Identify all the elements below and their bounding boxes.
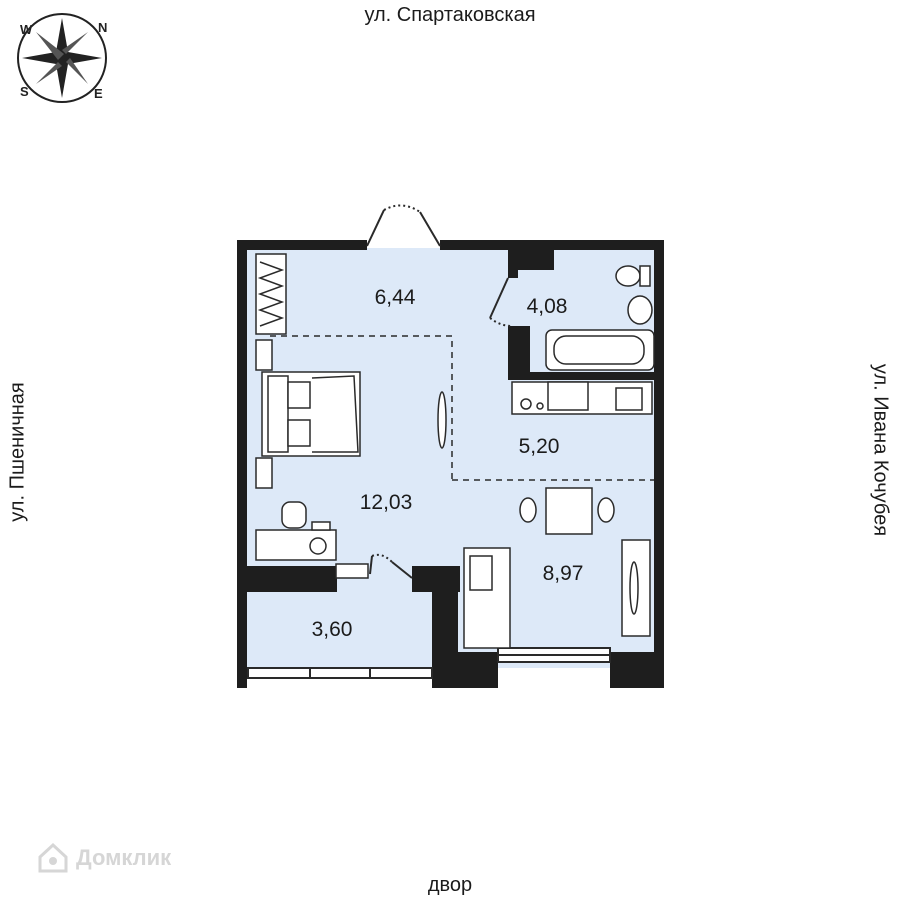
- wall-top-right: [440, 240, 664, 250]
- balcony-door-left: [369, 555, 373, 575]
- wall-bottom-left: [458, 652, 498, 688]
- window-balcony: [247, 667, 433, 679]
- zone-bedroom: [270, 335, 453, 480]
- dining-chair-left: [519, 497, 537, 523]
- blanket: [311, 375, 359, 453]
- entrance-door-left: [366, 209, 385, 247]
- doors: [366, 204, 513, 579]
- watermark-text: Домклик: [76, 845, 172, 870]
- kitchen-sink: [615, 387, 643, 411]
- dining-chair-right: [597, 497, 615, 523]
- window-mullions: [309, 654, 610, 678]
- dining-table: [545, 487, 593, 535]
- wall-balcony-left: [237, 592, 247, 688]
- area-label-balcony: 3,60: [311, 618, 353, 641]
- zone-lines: [270, 335, 654, 481]
- area-label-hallway: 6,44: [374, 286, 416, 309]
- bathroom-door: [489, 277, 509, 319]
- compass-s: S: [20, 84, 29, 99]
- burner-2: [536, 402, 544, 410]
- compass-w: W: [20, 22, 33, 37]
- wall-right: [654, 240, 664, 688]
- balcony-cabinet: [335, 563, 369, 579]
- toilet: [615, 265, 641, 287]
- bathtub-inner: [553, 335, 645, 365]
- furniture: [255, 253, 655, 649]
- tv-living: [629, 561, 639, 615]
- range-hood: [547, 381, 589, 411]
- sofa-cushion: [469, 555, 493, 591]
- pillow-bottom: [287, 419, 311, 447]
- watermark-house-icon: [38, 842, 68, 873]
- desk-chair: [281, 501, 307, 529]
- area-label-bedroom: 12,03: [359, 491, 413, 514]
- wall-bottom-right: [610, 652, 664, 688]
- wall-bath-bottom: [508, 372, 654, 380]
- bed-headboard: [267, 375, 289, 453]
- floor-balcony: [246, 592, 432, 668]
- compass-e: E: [94, 86, 103, 101]
- desk-lamp: [311, 521, 331, 531]
- wall-bath-lower: [508, 326, 530, 374]
- wardrobe-hangers: [257, 261, 285, 327]
- wall-column: [432, 566, 458, 688]
- nightstand-bottom: [255, 457, 273, 489]
- balcony-door-arc: [371, 553, 393, 563]
- compass-icon: N E S W: [17, 13, 107, 103]
- street-label-top: ул. Спартаковская: [364, 4, 536, 26]
- desk-fan: [309, 537, 327, 555]
- wall-bedroom-bottom: [237, 566, 337, 592]
- walls: [237, 240, 664, 688]
- entrance-door-right: [419, 211, 441, 247]
- entrance-door-arc: [383, 204, 421, 213]
- wall-left: [237, 240, 247, 570]
- area-label-living: 8,97: [542, 562, 584, 585]
- nightstand-top: [255, 339, 273, 371]
- wall-top-left: [237, 240, 367, 250]
- wall-bath-top: [508, 250, 554, 270]
- tv-bedroom: [437, 391, 447, 449]
- pillow-top: [287, 381, 311, 409]
- toilet-tank: [639, 265, 651, 287]
- area-label-bathroom: 4,08: [526, 295, 568, 318]
- compass-n: N: [98, 20, 107, 35]
- area-label-kitchen: 5,20: [518, 435, 560, 458]
- balcony-door-right: [391, 561, 413, 579]
- bathroom-door-arc: [489, 317, 513, 327]
- watermark: Домклик: [36, 838, 171, 878]
- wall-bath-stub: [508, 250, 518, 278]
- burner-1: [520, 398, 532, 410]
- sink: [627, 295, 653, 325]
- street-label-bottom: двор: [427, 874, 473, 896]
